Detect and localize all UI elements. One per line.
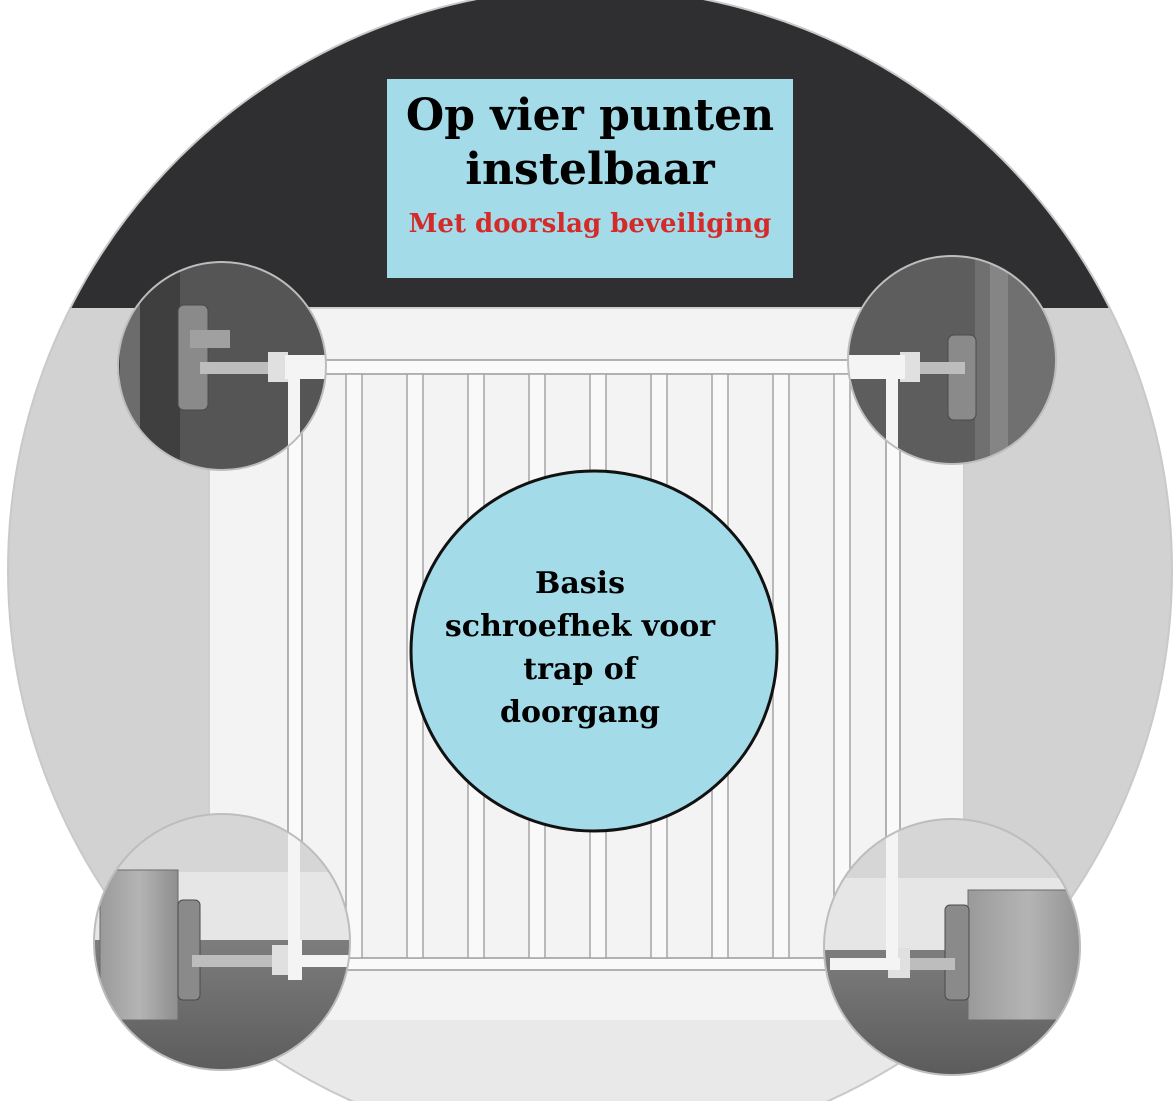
gate-bar: [833, 373, 851, 959]
center-label-line-3: trap of: [523, 652, 637, 687]
center-label-line-4: doorgang: [499, 695, 660, 730]
center-label-circle: [409, 469, 779, 833]
center-label: Basis schroefhek voor trap of doorgang: [430, 562, 730, 734]
mount-detail-bottom-left: [93, 813, 351, 1071]
subtitle: Met doorslag beveiliging: [408, 209, 772, 239]
gate-bar: [345, 373, 363, 959]
title-box: Op vier punten instelbaar Met doorslag b…: [387, 79, 793, 278]
center-label-line-2: schroefhek voor: [444, 609, 716, 644]
title-line-2: instelbaar: [465, 144, 715, 195]
center-label-line-1: Basis: [535, 566, 625, 601]
title-line-1: Op vier punten: [405, 90, 775, 141]
